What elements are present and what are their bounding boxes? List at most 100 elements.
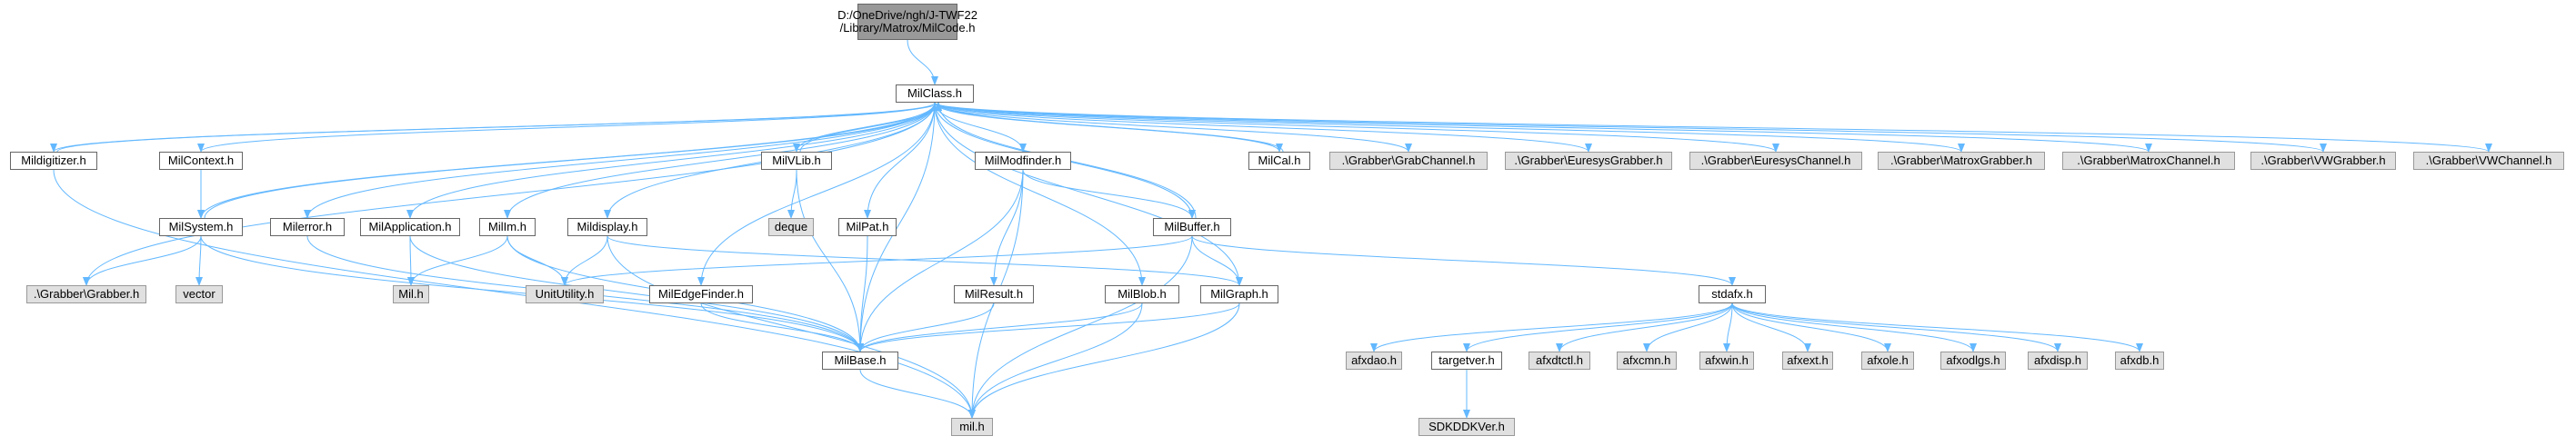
node-grabchannel: .\Grabber\GrabChannel.h bbox=[1329, 152, 1488, 170]
edge-milsystem-to-grabber bbox=[83, 235, 202, 286]
edge-stdafx-to-afxcmn bbox=[1643, 302, 1733, 352]
node-afxdtctl: afxdtctl.h bbox=[1529, 352, 1590, 370]
edge-milsystem-to-milclass bbox=[204, 102, 942, 219]
edge-milclass-to-milpat bbox=[864, 102, 936, 219]
edge-milbuffer-to-milgraph bbox=[1191, 235, 1243, 286]
node-milbase[interactable]: MilBase.h bbox=[822, 352, 898, 370]
node-targetver[interactable]: targetver.h bbox=[1431, 352, 1502, 370]
node-miledgefinder[interactable]: MilEdgeFinder.h bbox=[649, 285, 753, 303]
edge-milvlib-to-milbase bbox=[796, 169, 864, 352]
node-afxwin: afxwin.h bbox=[1699, 352, 1754, 370]
node-milmodfinder[interactable]: MilModfinder.h bbox=[975, 152, 1071, 170]
edge-stdafx-to-afxodlgs bbox=[1731, 302, 1977, 352]
edge-miledgefinder-to-milbase bbox=[700, 302, 864, 352]
edge-milclass-to-milerror bbox=[304, 102, 936, 219]
edge-milclass-to-milapplication bbox=[406, 102, 936, 219]
node-vwchannel: .\Grabber\VWChannel.h bbox=[2413, 152, 2564, 170]
node-mildisplay[interactable]: Mildisplay.h bbox=[567, 218, 647, 236]
edge-milclass-to-milbase bbox=[857, 102, 936, 352]
node-euresysgrabber: .\Grabber\EuresysGrabber.h bbox=[1505, 152, 1672, 170]
node-vwgrabber: .\Grabber\VWGrabber.h bbox=[2250, 152, 2396, 170]
node-matroxchannel: .\Grabber\MatroxChannel.h bbox=[2062, 152, 2235, 170]
edge-stdafx-to-afxext bbox=[1731, 302, 1811, 352]
edge-milapplication-to-milh bbox=[406, 235, 415, 286]
node-milclass[interactable]: MilClass.h bbox=[896, 84, 974, 103]
edge-milgraph-to-mil bbox=[968, 302, 1240, 419]
node-afxdao: afxdao.h bbox=[1346, 352, 1402, 370]
node-milvlib[interactable]: MilVLib.h bbox=[761, 152, 832, 170]
edge-milsystem-to-vector bbox=[195, 235, 204, 286]
edge-milresult-to-milbase bbox=[857, 302, 995, 352]
edge-milcal-to-milclass bbox=[935, 102, 1284, 153]
edge-layer bbox=[50, 39, 2492, 419]
edge-mildigitizer-to-milclass bbox=[56, 102, 942, 153]
edge-milclass-to-milcontext bbox=[197, 102, 936, 153]
edge-stdafx-to-afxole bbox=[1731, 302, 1891, 352]
node-afxdisp: afxdisp.h bbox=[2028, 352, 2088, 370]
edge-milclass-to-milblob bbox=[934, 102, 1146, 286]
node-afxext: afxext.h bbox=[1782, 352, 1833, 370]
node-euresyschannel: .\Grabber\EuresysChannel.h bbox=[1689, 152, 1862, 170]
node-root[interactable]: D:/OneDrive/ngh/J-TWF22/Library/Matrox/M… bbox=[837, 4, 977, 40]
node-matroxgrabber: .\Grabber\MatroxGrabber.h bbox=[1878, 152, 2045, 170]
node-milim[interactable]: MilIm.h bbox=[479, 218, 536, 236]
node-milapplication[interactable]: MilApplication.h bbox=[360, 218, 460, 236]
edge-milbuffer-to-mil bbox=[968, 235, 1193, 419]
node-milbuffer[interactable]: MilBuffer.h bbox=[1153, 218, 1231, 236]
edge-mildisplay-to-milgraph bbox=[606, 235, 1243, 286]
edge-stdafx-to-afxwin bbox=[1723, 302, 1733, 352]
edge-milmodfinder-to-milbase bbox=[857, 169, 1024, 352]
node-milresult[interactable]: MilResult.h bbox=[954, 285, 1034, 303]
edge-stdafx-to-afxdb bbox=[1731, 302, 2143, 352]
node-stdafx[interactable]: stdafx.h bbox=[1699, 285, 1766, 303]
edge-milclass-to-matroxgrabber bbox=[934, 102, 1965, 153]
edge-milapplication-to-milbase bbox=[409, 235, 864, 352]
edge-milvlib-to-milclass bbox=[799, 102, 942, 153]
edge-milclass-to-miledgefinder bbox=[697, 102, 936, 286]
edge-milclass-to-euresyschannel bbox=[934, 102, 1779, 153]
edge-milclass-to-grabchannel bbox=[934, 102, 1412, 153]
node-milblob[interactable]: MilBlob.h bbox=[1105, 285, 1179, 303]
edge-milim-to-unitutility bbox=[506, 235, 568, 286]
edge-stdafx-to-targetver bbox=[1463, 302, 1733, 352]
node-grabber: .\Grabber\Grabber.h bbox=[26, 285, 146, 303]
edge-milclass-to-matroxchannel bbox=[934, 102, 2152, 153]
edge-milpat-to-milbase bbox=[857, 235, 868, 352]
edge-milbase-to-mil bbox=[859, 369, 976, 419]
node-deque: deque bbox=[768, 218, 814, 236]
node-milsystem[interactable]: MilSystem.h bbox=[159, 218, 243, 236]
edge-milclass-to-vwgrabber bbox=[934, 102, 2327, 153]
edge-root-to-milclass bbox=[907, 39, 938, 85]
node-milcal[interactable]: MilCal.h bbox=[1248, 152, 1310, 170]
edge-milgraph-to-milbase bbox=[857, 302, 1240, 352]
edge-milmodfinder-to-milresult bbox=[990, 169, 1024, 286]
edge-milblob-to-milbase bbox=[857, 302, 1143, 352]
edge-milbuffer-to-unitutility bbox=[561, 235, 1193, 286]
edge-stdafx-to-afxdtctl bbox=[1556, 302, 1733, 352]
edge-milim-to-milh bbox=[407, 235, 508, 286]
node-label-line: D:/OneDrive/ngh/J-TWF22 bbox=[837, 8, 977, 22]
node-milcontext[interactable]: MilContext.h bbox=[159, 152, 243, 170]
edge-mildisplay-to-mil bbox=[606, 235, 976, 419]
node-sdkddkver: SDKDDKVer.h bbox=[1418, 418, 1515, 436]
edge-milclass-to-vwchannel bbox=[934, 102, 2492, 153]
node-milh: Mil.h bbox=[393, 285, 429, 303]
node-afxcmn: afxcmn.h bbox=[1617, 352, 1677, 370]
node-milgraph[interactable]: MilGraph.h bbox=[1200, 285, 1278, 303]
node-milerror[interactable]: Milerror.h bbox=[270, 218, 345, 236]
node-unitutility: UnitUtility.h bbox=[526, 285, 604, 303]
edge-milclass-to-milgraph bbox=[934, 102, 1243, 286]
edge-milclass-to-grabber bbox=[83, 102, 936, 286]
edge-milblob-to-mil bbox=[968, 302, 1143, 419]
edge-milclass-to-milvlib bbox=[793, 102, 936, 153]
node-afxodlgs: afxodlgs.h bbox=[1940, 352, 2006, 370]
node-milpat[interactable]: MilPat.h bbox=[838, 218, 897, 236]
edge-mildigitizer-to-mil bbox=[53, 169, 976, 419]
edge-milmodfinder-to-milbuffer bbox=[1022, 169, 1196, 219]
edge-milbuffer-to-stdafx bbox=[1191, 235, 1736, 286]
node-mildigitizer[interactable]: Mildigitizer.h bbox=[10, 152, 97, 170]
edge-stdafx-to-afxdisp bbox=[1731, 302, 2061, 352]
node-afxole: afxole.h bbox=[1861, 352, 1914, 370]
edge-milvlib-to-deque bbox=[787, 169, 797, 219]
